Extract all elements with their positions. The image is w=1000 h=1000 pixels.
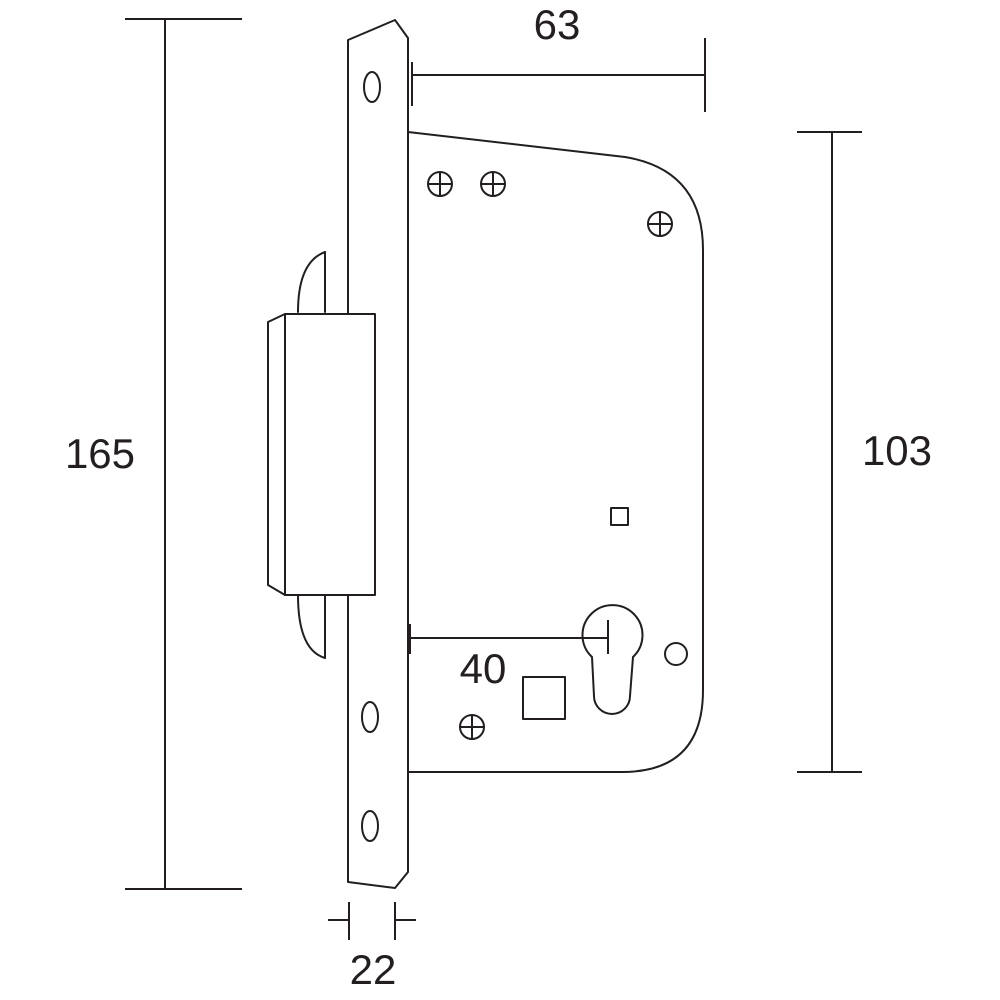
lock-case-outline [407, 131, 704, 773]
dimension-backset: 63 [411, 1, 706, 112]
faceplate [347, 19, 409, 889]
dimension-case-height: 103 [797, 131, 932, 773]
faceplate-screw-hole-top [363, 71, 381, 103]
follower-square-small [610, 507, 629, 526]
screw-icon [480, 171, 506, 197]
dimension-overall-height: 165 [65, 18, 242, 890]
dimension-label-case-height: 103 [862, 427, 932, 474]
dimension-label-faceplate-width: 22 [350, 946, 397, 993]
lock-case [407, 131, 704, 773]
fixing-hole [664, 642, 688, 666]
euro-cylinder-cutout [581, 604, 644, 715]
dimension-label-backset: 63 [534, 1, 581, 48]
latch-bolt-lower-cam [297, 594, 326, 659]
screw-icon [647, 211, 673, 237]
fixing-screws [427, 171, 673, 740]
dimension-faceplate-width: 22 [328, 902, 416, 993]
dimension-centre-distance: 40 [409, 620, 609, 692]
dimension-label-centre-distance: 40 [460, 645, 507, 692]
dimension-label-overall-height: 165 [65, 430, 135, 477]
latch-bolt [267, 251, 376, 659]
screw-icon [459, 714, 485, 740]
faceplate-outline [347, 19, 409, 889]
follower-square [522, 676, 566, 720]
screw-icon [427, 171, 453, 197]
faceplate-screw-hole-middle [361, 701, 379, 733]
faceplate-screw-hole-bottom [361, 810, 379, 842]
latch-bolt-upper-cam [297, 251, 326, 313]
